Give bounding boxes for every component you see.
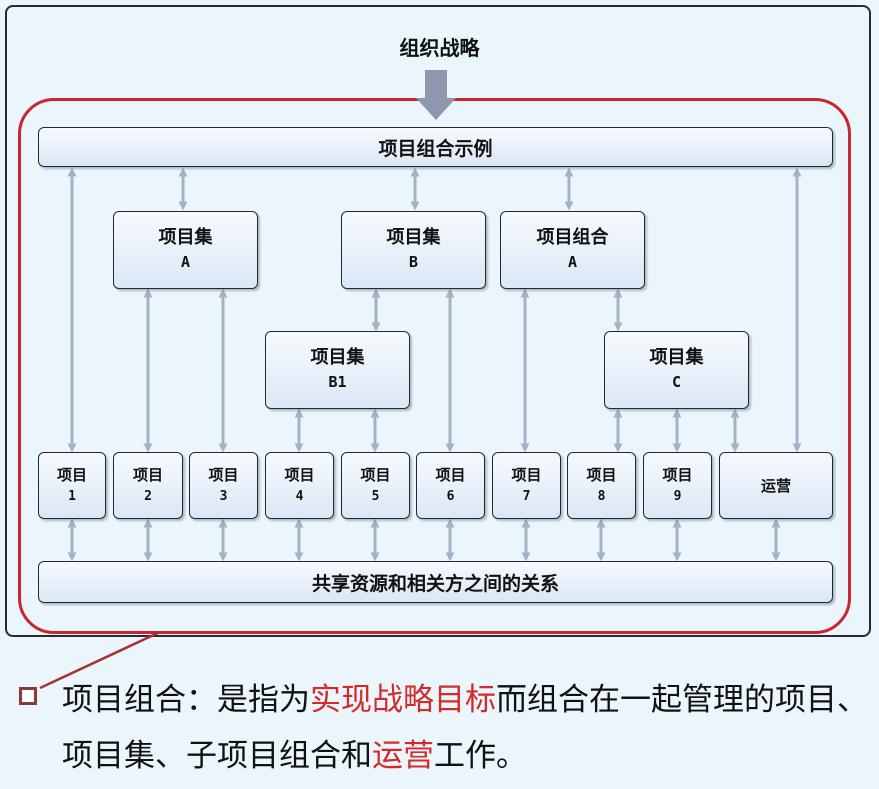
- project-number: 7: [522, 488, 531, 504]
- project-4-box: 项目 4: [265, 452, 334, 519]
- project-label: 项目: [208, 465, 239, 484]
- portfolio-a-id: A: [567, 253, 578, 271]
- program-a-label: 项目集: [158, 227, 213, 248]
- project-1-box: 项目 1: [38, 452, 106, 519]
- project-label: 项目: [511, 465, 542, 484]
- bullet-square-icon: [19, 687, 37, 705]
- definition-text-2: 而组合在一起管理的项目、项目集、子项目组合和: [62, 682, 868, 774]
- portfolio-definition: 项目组合：是指为实现战略目标而组合在一起管理的项目、项目集、子项目组合和运营工作…: [62, 672, 874, 784]
- program-b-label: 项目集: [386, 227, 441, 248]
- project-number: 9: [673, 488, 682, 504]
- project-number: 6: [446, 488, 455, 504]
- project-label: 项目: [435, 465, 466, 484]
- project-2-box: 项目 2: [113, 452, 183, 519]
- definition-highlight-goal: 实现战略目标: [310, 682, 496, 718]
- program-c-id: C: [671, 373, 682, 391]
- definition-text-3: 工作。: [434, 738, 527, 774]
- program-b-id: B: [408, 253, 419, 271]
- operations-box: 运营: [719, 452, 833, 519]
- project-5-box: 项目 5: [341, 452, 410, 519]
- shared-resources-bar: 共享资源和相关方之间的关系: [38, 561, 833, 603]
- portfolio-a-label: 项目组合: [536, 227, 609, 248]
- project-label: 项目: [586, 465, 617, 484]
- project-3-box: 项目 3: [189, 452, 258, 519]
- portfolio-a-box: 项目组合 A: [500, 211, 645, 289]
- program-b-box: 项目集 B: [341, 211, 486, 289]
- project-label: 项目: [284, 465, 315, 484]
- project-number: 8: [597, 488, 606, 504]
- portfolio-example-bar: 项目组合示例: [38, 127, 833, 167]
- program-b1-id: B1: [328, 373, 347, 391]
- definition-text-1: 项目组合：是指为: [62, 682, 310, 718]
- project-number: 5: [371, 488, 380, 504]
- project-8-box: 项目 8: [567, 452, 636, 519]
- program-b1-label: 项目集: [310, 347, 365, 368]
- project-6-box: 项目 6: [416, 452, 485, 519]
- project-number: 1: [68, 488, 76, 504]
- project-label: 项目: [132, 465, 163, 484]
- program-a-id: A: [180, 253, 191, 271]
- project-number: 4: [295, 488, 304, 504]
- project-number: 3: [219, 488, 228, 504]
- program-c-box: 项目集 C: [604, 331, 749, 409]
- project-label: 项目: [56, 465, 87, 484]
- project-7-box: 项目 7: [492, 452, 561, 519]
- project-label: 项目: [662, 465, 693, 484]
- program-a-box: 项目集 A: [113, 211, 258, 289]
- callout-line: [39, 630, 161, 690]
- strategy-down-arrow: [416, 70, 456, 120]
- project-number: 2: [144, 488, 152, 504]
- project-9-box: 项目 9: [643, 452, 712, 519]
- operations-label: 运营: [760, 476, 791, 495]
- project-label: 项目: [360, 465, 391, 484]
- definition-highlight-operations: 运营: [372, 738, 434, 774]
- program-b1-box: 项目集 B1: [265, 331, 410, 409]
- program-c-label: 项目集: [649, 347, 704, 368]
- strategy-label: 组织战略: [399, 36, 480, 60]
